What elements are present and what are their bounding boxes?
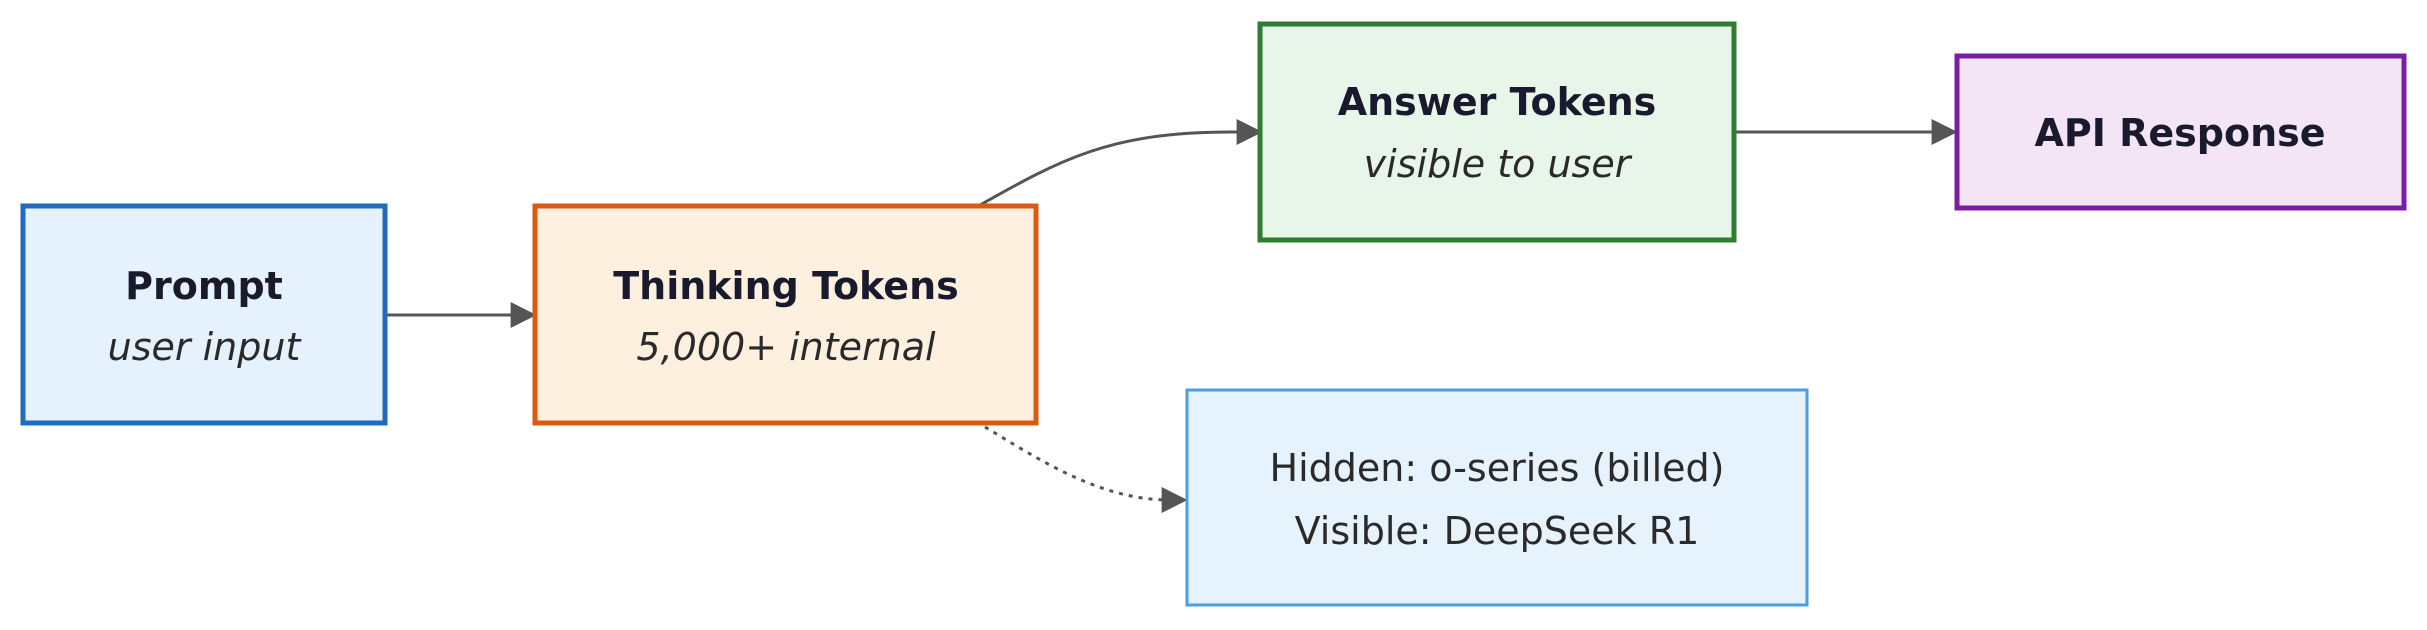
node-api-response: API Response bbox=[1954, 53, 2407, 211]
node-prompt-title: Prompt bbox=[125, 264, 283, 308]
edge-thinking-to-note bbox=[984, 425, 1188, 513]
node-thinking-box bbox=[532, 203, 1039, 426]
node-prompt-subtitle: user input bbox=[108, 325, 303, 369]
node-billing-note: Hidden: o-series (billed) Visible: DeepS… bbox=[1185, 388, 1809, 607]
node-answer-title: Answer Tokens bbox=[1338, 80, 1657, 124]
node-prompt: Prompt user input bbox=[20, 203, 388, 426]
node-prompt-box bbox=[20, 203, 388, 426]
node-thinking: Thinking Tokens 5,000+ internal bbox=[532, 203, 1039, 426]
node-note-line-1: Hidden: o-series (billed) bbox=[1270, 446, 1725, 490]
node-thinking-subtitle: 5,000+ internal bbox=[636, 325, 936, 369]
node-answer-subtitle: visible to user bbox=[1364, 142, 1633, 186]
node-api-box bbox=[1954, 53, 2407, 211]
edge-thinking-to-answer bbox=[979, 119, 1263, 207]
node-note-box bbox=[1185, 388, 1809, 607]
node-note-line-2: Visible: DeepSeek R1 bbox=[1295, 509, 1700, 553]
node-answer: Answer Tokens visible to user bbox=[1257, 21, 1737, 243]
node-api-title: API Response bbox=[2034, 111, 2325, 155]
node-answer-box bbox=[1257, 21, 1737, 243]
node-thinking-title: Thinking Tokens bbox=[613, 264, 959, 308]
